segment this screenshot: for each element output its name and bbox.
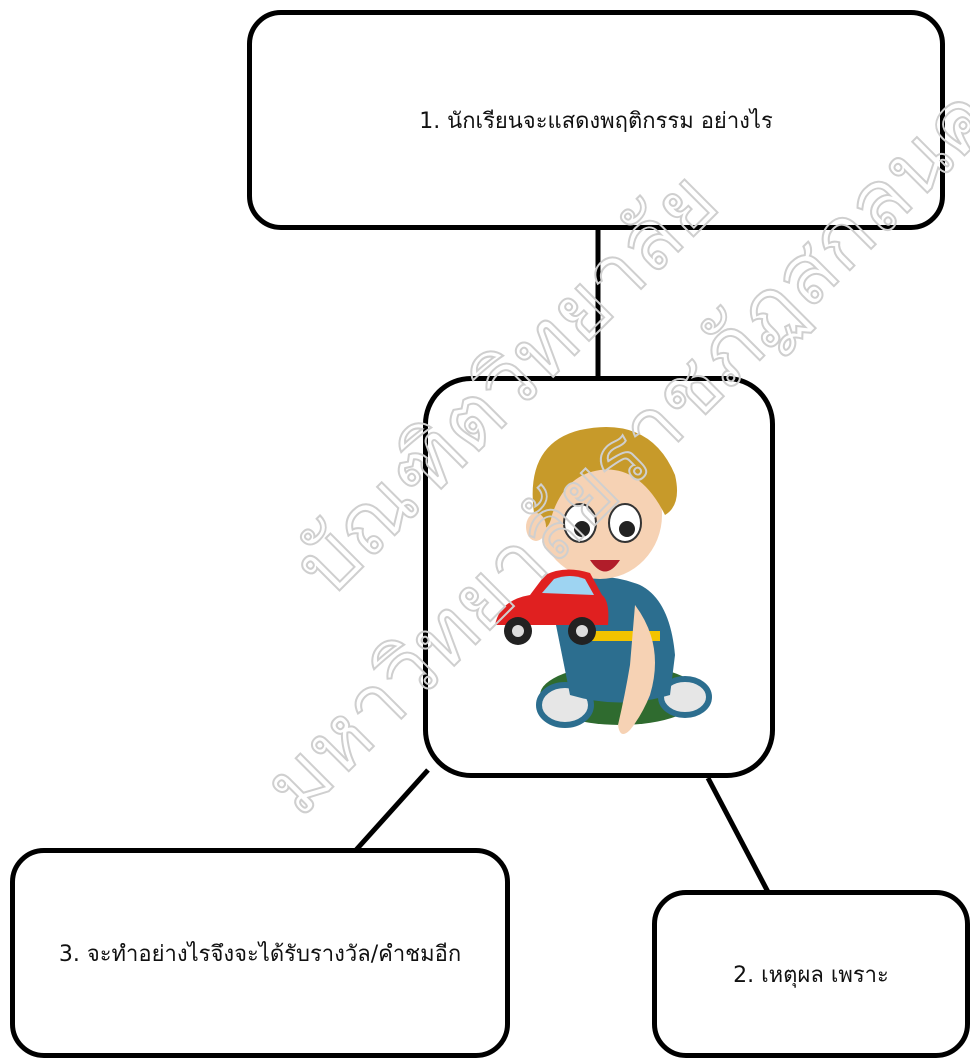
behavior-question-box: 1. นักเรียนจะแสดงพฤติกรรม อย่างไร (247, 10, 945, 230)
child-mouth (590, 560, 620, 572)
reward-question-box: 3. จะทำอย่างไรจึงจะได้รับรางวัล/คำชมอีก (10, 848, 510, 1058)
connector-center-right (705, 776, 771, 894)
child-with-toy-car-illustration (495, 427, 712, 734)
behavior-question-text: 1. นักเรียนจะแสดงพฤติกรรม อย่างไร (419, 108, 773, 134)
connector-center-left (354, 768, 430, 852)
shirt-stripe (580, 631, 660, 641)
reason-box: 2. เหตุผล เพราะ (652, 890, 970, 1058)
child-arm (618, 605, 655, 734)
child-ear (526, 513, 546, 541)
reason-text: 2. เหตุผล เพราะ (733, 962, 889, 988)
toy-car-icon (495, 569, 609, 645)
child-right-pupil (619, 521, 635, 537)
child-left-pupil (574, 521, 590, 537)
reward-question-text: 3. จะทำอย่างไรจึงจะได้รับรางวัล/คำชมอีก (58, 941, 462, 967)
child-hair (532, 427, 678, 529)
